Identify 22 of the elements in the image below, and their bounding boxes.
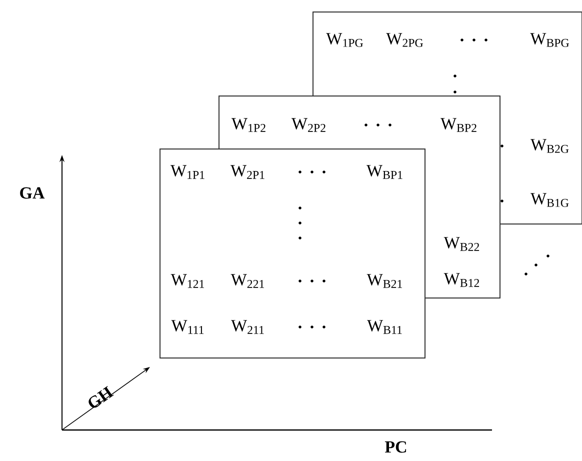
axis-label: GA bbox=[20, 187, 45, 199]
node-label: W$_{B11}$ bbox=[367, 320, 402, 334]
node-label: W$_{1PG}$ bbox=[326, 33, 363, 47]
node-label: W$_{121}$ bbox=[170, 274, 204, 288]
node-label: W$_{B1G}$ bbox=[530, 193, 569, 207]
axis-label: PC bbox=[384, 441, 406, 453]
node-label: W$_{B12}$ bbox=[444, 273, 480, 287]
node-label: W$_{B22}$ bbox=[444, 237, 480, 251]
node-label: W$_{BPG}$ bbox=[530, 33, 569, 47]
axis-label: GH bbox=[88, 386, 114, 408]
node-label: W$_{1P1}$ bbox=[170, 165, 204, 179]
node-label: W$_{111}$ bbox=[171, 320, 204, 334]
node-label: W$_{211}$ bbox=[231, 320, 264, 334]
node-label: W$_{2PG}$ bbox=[386, 33, 423, 47]
node-label: W$_{BP1}$ bbox=[366, 165, 402, 179]
node-label: W$_{2P1}$ bbox=[230, 165, 264, 179]
node-label: W$_{B21}$ bbox=[366, 274, 402, 288]
node-label: W$_{1P2}$ bbox=[231, 118, 266, 132]
node-label: W$_{2P2}$ bbox=[291, 118, 326, 132]
node-label: W$_{BP2}$ bbox=[440, 118, 476, 132]
node-label: W$_{221}$ bbox=[230, 274, 264, 288]
node-label: W$_{B2G}$ bbox=[530, 139, 569, 153]
